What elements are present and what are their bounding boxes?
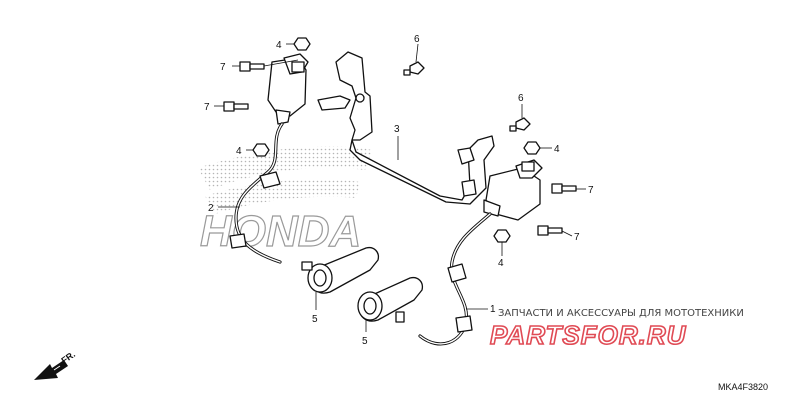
callout-7-left: 7 [204, 102, 210, 113]
nut-4b [252, 143, 270, 157]
callout-7-right-lower: 7 [574, 232, 580, 243]
callout-1: 1 [490, 304, 496, 315]
callout-2: 2 [208, 203, 214, 214]
callout-3: 3 [394, 124, 400, 135]
front-direction-indicator: FR. [34, 349, 77, 380]
ignition-coil-right [483, 159, 543, 221]
bolt-6b [509, 117, 531, 132]
nut-4d [493, 229, 511, 243]
callout-6-right: 6 [518, 93, 524, 104]
callout-4-right: 4 [554, 144, 560, 155]
bolt-6a [403, 61, 425, 76]
callout-4-left: 4 [236, 146, 242, 157]
high-tension-cord-left [229, 122, 284, 264]
callout-5-left: 5 [312, 314, 318, 325]
spark-plug-cap-left [301, 246, 380, 294]
callout-6-top: 6 [414, 34, 420, 45]
bolt-7d [537, 225, 563, 236]
callout-7-top: 7 [220, 62, 226, 73]
ignition-coil-left [267, 53, 309, 125]
front-arrow-icon [34, 360, 68, 380]
high-tension-cord-right [418, 212, 492, 346]
ignition-coil-stay [317, 51, 495, 205]
diagram-code: MKA4F3820 [718, 382, 768, 392]
callouts: 4 7 7 4 2 6 3 6 4 7 7 4 1 [204, 34, 594, 347]
shop-tagline: ЗАПЧАСТИ И АКСЕССУАРЫ ДЛЯ МОТОТЕХНИКИ [498, 308, 744, 319]
callout-4-bottom: 4 [498, 258, 504, 269]
honda-watermark: HONDA [198, 146, 372, 257]
bolt-7c [551, 183, 577, 194]
nut-4c [523, 141, 541, 155]
shop-logo: PARTSFOR.RU [490, 320, 687, 350]
honda-brand-text: HONDA [200, 207, 361, 256]
bolt-7b [223, 101, 249, 112]
bolt-7a [239, 61, 265, 72]
honda-wing-logo [198, 146, 372, 214]
spark-plug-cap-right [357, 276, 424, 323]
callout-4-top: 4 [276, 40, 282, 51]
callout-5-right: 5 [362, 336, 368, 347]
shop-watermark: ЗАПЧАСТИ И АКСЕССУАРЫ ДЛЯ МОТОТЕХНИКИ PA… [489, 308, 744, 351]
nut-4a [293, 37, 311, 51]
callout-7-right-upper: 7 [588, 185, 594, 196]
